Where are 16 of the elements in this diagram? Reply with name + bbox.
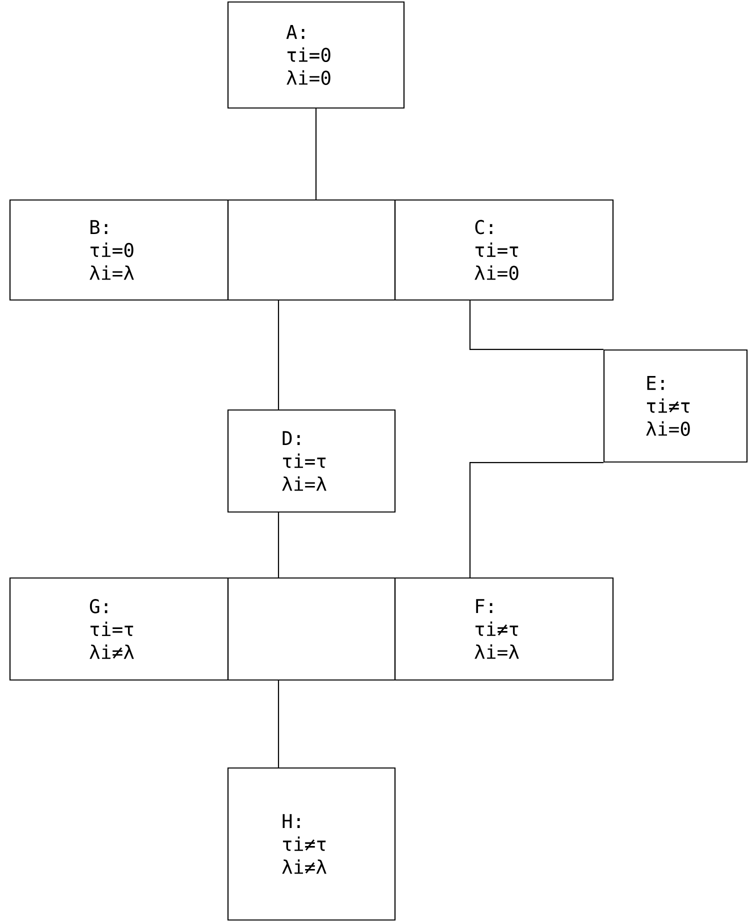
connector-line	[278, 512, 280, 578]
state-box: G: τi=τ λi≠λ	[9, 577, 229, 681]
state-box: B: τi=0 λi=λ	[9, 199, 229, 301]
state-box: H: τi≠τ λi≠λ	[227, 767, 396, 921]
connector-line	[278, 300, 280, 410]
connector-line	[278, 680, 280, 768]
state-box: E: τi≠τ λi=0	[603, 349, 748, 463]
connector-line	[315, 108, 317, 200]
state-box: A: τi=0 λi=0	[227, 1, 405, 109]
state-box: D: τi=τ λi=λ	[227, 409, 396, 513]
empty-box	[227, 199, 396, 301]
state-box: C: τi=τ λi=0	[394, 199, 614, 301]
connector-line	[469, 300, 604, 350]
empty-box	[227, 577, 396, 681]
connector-line	[469, 462, 604, 578]
state-box: F: τi≠τ λi=λ	[394, 577, 614, 681]
